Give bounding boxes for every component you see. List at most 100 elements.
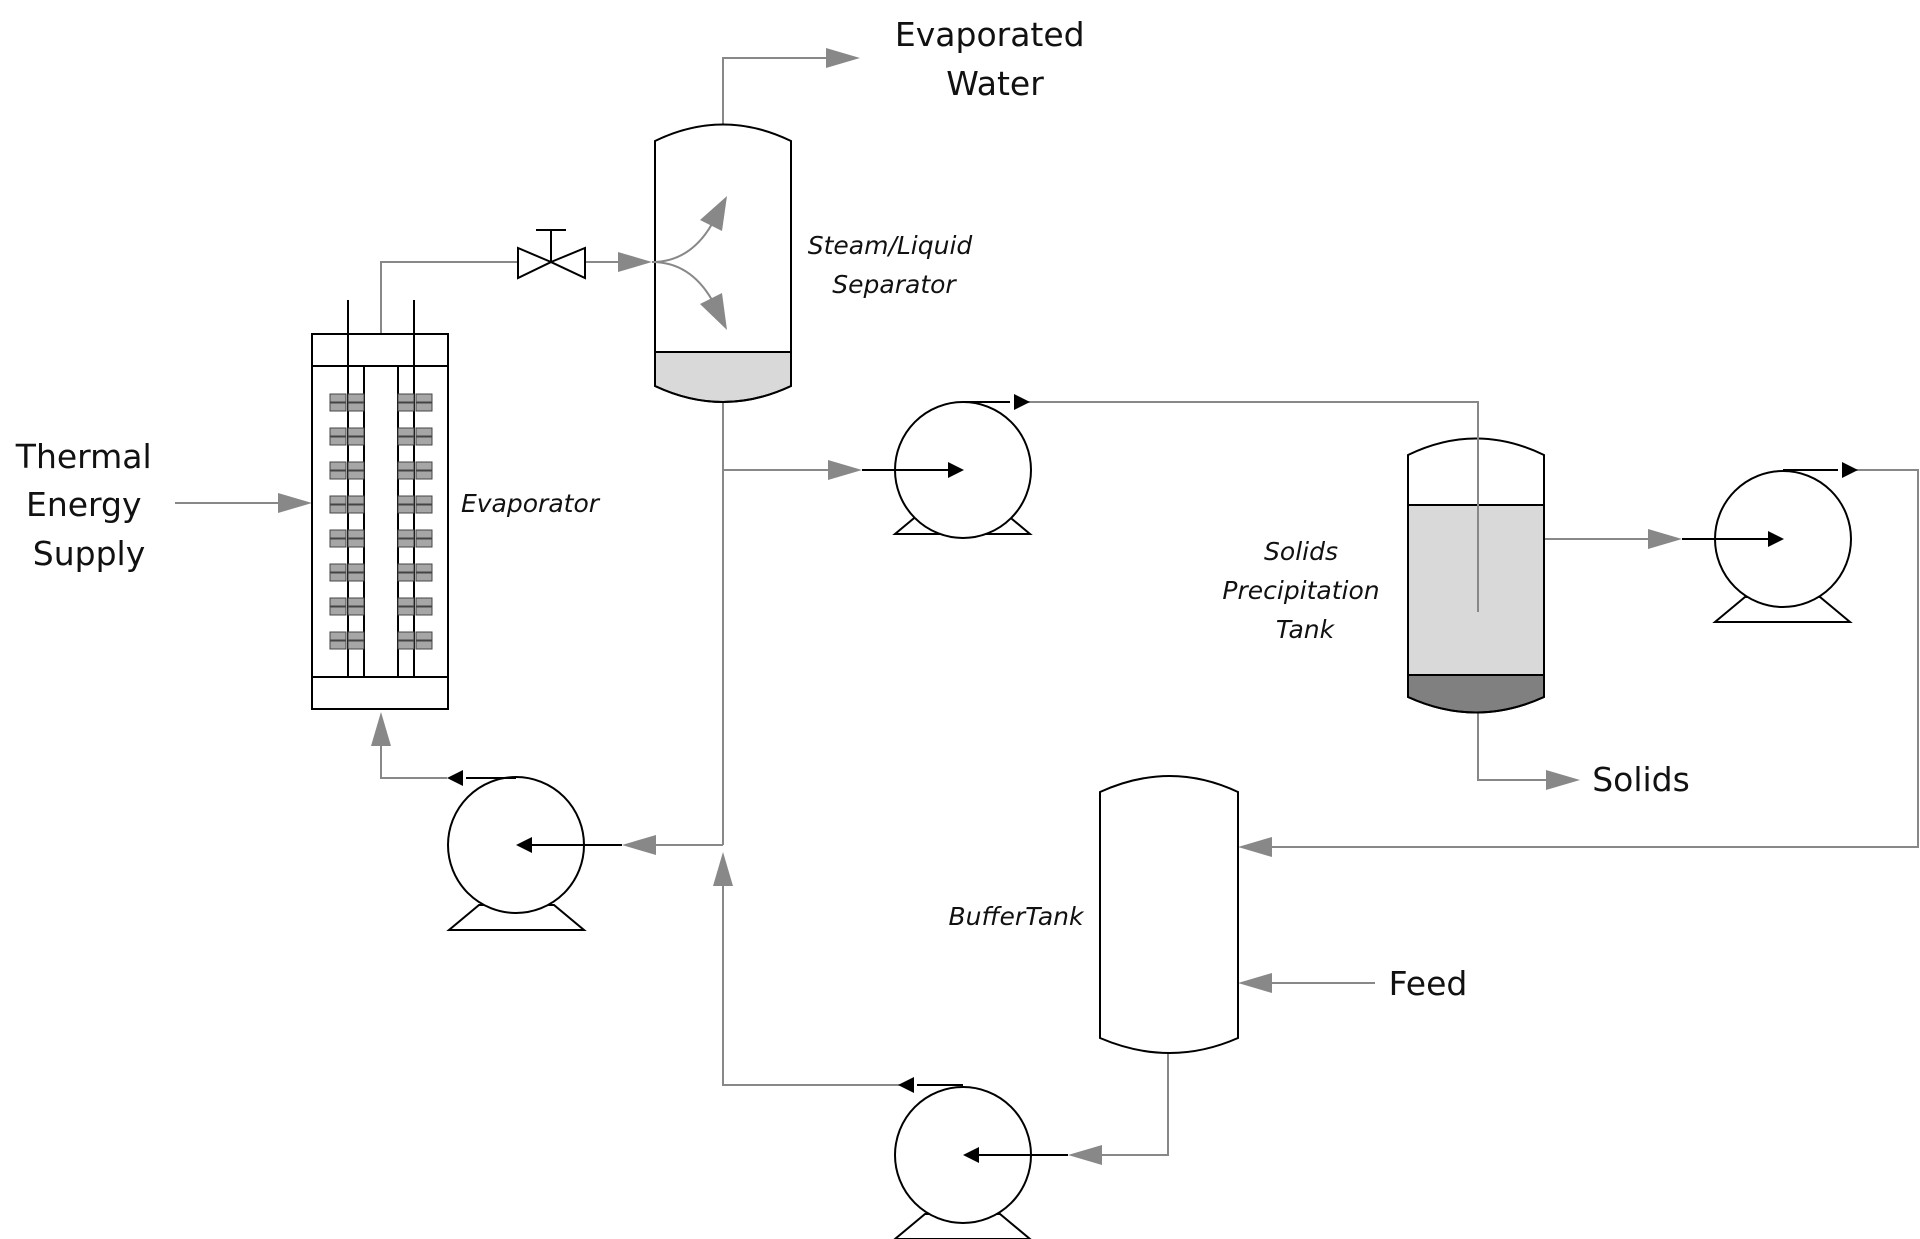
label-steam-liquid-separator: Steam/Liquid Separator (808, 231, 981, 299)
evaporator-tube-cell (397, 606, 415, 616)
evaporator-tube-cell (347, 427, 365, 437)
evaporator-tube-cell (397, 402, 415, 412)
separator-flash-down (651, 261, 713, 301)
evaporator-tube-cell (347, 572, 365, 582)
pump-base (446, 904, 587, 931)
steam-liquid-separator (651, 123, 792, 403)
evaporator-tube-cell (347, 461, 365, 471)
buffer-tank-vessel (1099, 775, 1239, 1054)
precipitation-tank-liquid (1408, 505, 1544, 675)
evaporator-tube-cell (415, 504, 433, 514)
evaporator-shell (311, 333, 449, 710)
arrow-to-pump1 (828, 460, 862, 480)
evaporator-tube-cell (415, 470, 433, 480)
pipe-evaporated-water (722, 57, 830, 125)
precipitation-tank-outlet-pump (1682, 462, 1858, 623)
pump-inlet-arrow (963, 1147, 979, 1163)
evaporator-tube-cell (415, 606, 433, 616)
pipe-buffer-tank-to-pump4 (1102, 1052, 1169, 1156)
evaporator-tube-cell (415, 597, 433, 607)
evaporator-tube-cell (347, 538, 365, 548)
evaporator-tube-cell (397, 436, 415, 446)
label-thermal-line: Energy (26, 485, 142, 524)
evaporator-tube-cell (397, 538, 415, 548)
evaporator-tube-cell (347, 597, 365, 607)
evaporator-tube-cell (397, 563, 415, 573)
label-thermal-line: Thermal (15, 437, 152, 476)
separator-outlet-pump (862, 394, 1033, 539)
evaporator-tube-cell (415, 402, 433, 412)
evaporator-tube-cell (347, 393, 365, 403)
evaporator-tube-cell (415, 436, 433, 446)
evaporator-tube-cell (415, 529, 433, 539)
evaporator-tube-cell (329, 597, 347, 607)
evaporator-tube-cell (329, 402, 347, 412)
arrow-to-pump2 (1648, 529, 1682, 549)
evaporator-tube-cell (347, 402, 365, 412)
evaporator-tube-cell (329, 495, 347, 505)
evaporator-tube-cell (397, 470, 415, 480)
evaporator-tube-cell (397, 427, 415, 437)
evaporator-tube-cell (347, 631, 365, 641)
evaporator-tube-cell (329, 470, 347, 480)
pump-inlet-arrow (1768, 531, 1784, 547)
pipe-evaporator-pump-to-evaporator (380, 744, 447, 779)
separator-vessel (654, 123, 792, 403)
evaporator-tube-cell (415, 563, 433, 573)
valve-body-right (548, 246, 586, 280)
evaporator-tube-cell (415, 427, 433, 437)
buffer-tank-outlet-pump (893, 1077, 1068, 1239)
evaporator-tube-cell (415, 631, 433, 641)
label-evaporated-water: Evaporated Water (895, 15, 1095, 103)
arrow-to-pump4 (1068, 1145, 1102, 1165)
evaporator-tube-cell (347, 640, 365, 650)
label-evaporated-water-line: Evaporated (895, 15, 1085, 54)
label-evaporator: Evaporator (461, 489, 601, 518)
evaporator-tube-cell (397, 640, 415, 650)
evaporator-tube-cell (397, 529, 415, 539)
evaporator-tube-cell (329, 563, 347, 573)
label-solids: Solids (1592, 760, 1690, 799)
precipitation-tank-vessel (1407, 437, 1545, 714)
evaporator-tube-cell (329, 529, 347, 539)
evaporator-tube-cell (329, 427, 347, 437)
pipe-solids-outlet (1477, 713, 1548, 781)
evaporator-tube-cell (329, 572, 347, 582)
pump-discharge-arrow (898, 1077, 914, 1093)
pump-discharge-arrow (1014, 394, 1030, 410)
labels: Evaporated Water Steam/Liquid Separator … (15, 15, 1690, 1003)
pipe-pump4-to-trunk (722, 885, 900, 1086)
label-evaporated-water-line: Water (946, 64, 1044, 103)
solids-precipitation-tank (1407, 402, 1545, 714)
evaporator-tube-cell (397, 597, 415, 607)
evaporator-tube-cell (347, 606, 365, 616)
evaporator-tube-cell (347, 436, 365, 446)
evaporator-tube-cell (347, 470, 365, 480)
label-separator-line: Separator (832, 270, 957, 299)
pipe-evaporator-to-valve (380, 261, 518, 334)
arrow-into-buffer-tank (1238, 837, 1272, 857)
evaporator-tube-cell (415, 640, 433, 650)
evaporator-tube-cell (347, 529, 365, 539)
evaporator-tube-cell (329, 538, 347, 548)
valve-body-left (517, 246, 554, 280)
evaporator-tube-cell (397, 504, 415, 514)
label-solids-precipitation-tank: Solids Precipitation Tank (1222, 537, 1387, 644)
evaporator-tube-cell (397, 631, 415, 641)
pump-discharge-arrow (447, 770, 463, 786)
arrow-into-evaporator-bottom (371, 712, 391, 746)
evaporator-tube-cell (347, 504, 365, 514)
evaporator-tube-cell (329, 461, 347, 471)
evaporator-tube-cell (415, 538, 433, 548)
label-precipitation-line: Tank (1276, 615, 1336, 644)
evaporator-tube-cell (397, 393, 415, 403)
evaporator-tube-cell (329, 436, 347, 446)
pump-base (893, 1213, 1032, 1239)
evaporator-tube-cell (397, 495, 415, 505)
arrow-to-evaporator-pump (622, 835, 656, 855)
label-separator-line: Steam/Liquid (808, 231, 973, 260)
arrow-up-trunk (713, 852, 733, 886)
label-thermal-energy-supply: Thermal Energy Supply (15, 437, 162, 573)
arrow-thermal-energy (278, 493, 312, 513)
